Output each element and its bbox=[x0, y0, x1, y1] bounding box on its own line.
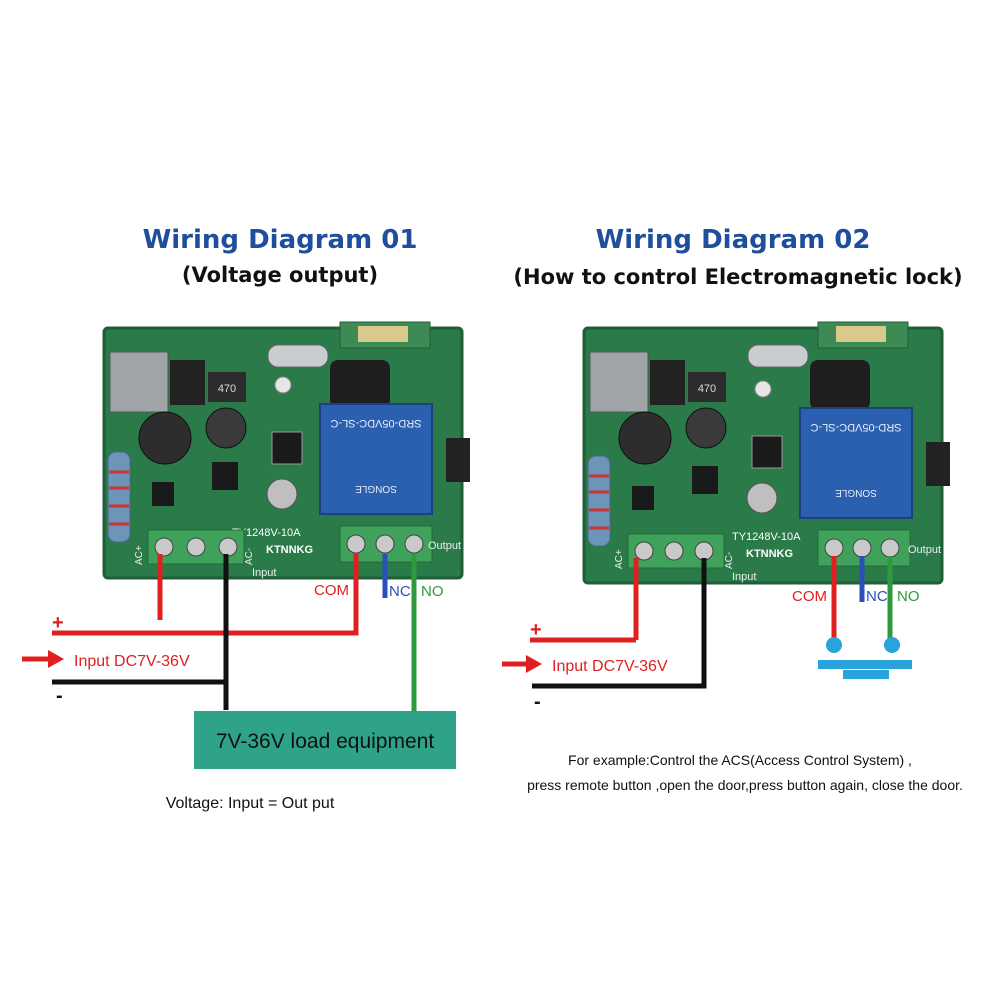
com-label: COM bbox=[792, 588, 827, 605]
terminal-screw bbox=[186, 537, 206, 557]
diagram1-title: Wiring Diagram 01 bbox=[142, 225, 418, 255]
diagram2-title: Wiring Diagram 02 bbox=[595, 225, 871, 255]
red-wire bbox=[52, 554, 359, 636]
lock-contact bbox=[884, 637, 900, 653]
minus-sign: - bbox=[534, 691, 541, 713]
transistor bbox=[632, 486, 654, 510]
wires-2 bbox=[502, 556, 893, 689]
coil bbox=[330, 360, 390, 410]
voltage-note: Voltage: Input = Out put bbox=[165, 795, 335, 812]
terminal-screw bbox=[824, 538, 844, 558]
input-arrow-head bbox=[48, 650, 64, 668]
board-brand-label: KTNNKG bbox=[266, 544, 313, 556]
transistor bbox=[152, 482, 174, 506]
ac-minus-label: AC- bbox=[244, 548, 255, 565]
capacitor-large bbox=[618, 411, 672, 465]
terminal-screw bbox=[664, 541, 684, 561]
inductor-470 bbox=[688, 372, 726, 402]
diagram1-subtitle: (Voltage output) bbox=[181, 263, 379, 287]
relay bbox=[319, 403, 433, 515]
regulator-chip bbox=[109, 351, 169, 413]
load-equipment-label: 7V-36V load equipment bbox=[216, 730, 434, 753]
led bbox=[754, 380, 772, 398]
plus-sign: + bbox=[52, 612, 64, 634]
regulator-chip bbox=[589, 351, 649, 413]
relay-brand: SONGLE bbox=[355, 483, 397, 494]
relay-brand: SONGLE bbox=[835, 487, 877, 498]
learn-button bbox=[751, 435, 783, 469]
minus-sign: - bbox=[56, 685, 63, 707]
crystal bbox=[747, 344, 809, 368]
plus-sign: + bbox=[530, 619, 542, 641]
example-note-line2: press remote button ,open the door,press… bbox=[527, 777, 963, 793]
capacitor-medium bbox=[685, 407, 727, 449]
antenna-connector bbox=[446, 438, 470, 482]
relay-text: SRD-05VDC-SL-C bbox=[810, 421, 901, 433]
rf-chip bbox=[358, 326, 408, 342]
led bbox=[274, 376, 292, 394]
relay bbox=[799, 407, 913, 519]
inductor-470 bbox=[208, 372, 246, 402]
board-model-label: TY1248V-10A bbox=[232, 527, 301, 539]
terminal-screw bbox=[346, 534, 366, 554]
output-label: Output bbox=[908, 544, 941, 556]
input-arrow-head bbox=[526, 655, 542, 673]
lock-push-button bbox=[818, 637, 912, 679]
resistor bbox=[107, 451, 131, 543]
input-voltage-label: Input DC7V-36V bbox=[74, 653, 190, 670]
antenna-connector bbox=[926, 442, 950, 486]
example-note-line1: For example:Control the ACS(Access Contr… bbox=[568, 752, 912, 768]
capacitor-small bbox=[266, 478, 298, 510]
terminal-screw bbox=[694, 541, 714, 561]
output-label: Output bbox=[428, 540, 461, 552]
terminal-screw bbox=[375, 534, 395, 554]
capacitor-medium bbox=[205, 407, 247, 449]
nc-label: NC bbox=[389, 583, 411, 600]
lock-contact bbox=[826, 637, 842, 653]
board-1: 470 SRD-05VDC-SL-C SONGLE TY1248V-10A KT… bbox=[102, 321, 470, 580]
input-label: Input bbox=[732, 571, 756, 583]
lock-button-bar bbox=[818, 660, 912, 669]
coil bbox=[810, 360, 870, 410]
board-2: 470 SRD-05VDC-SL-C SONGLE TY1248V-10A KT… bbox=[582, 321, 950, 585]
terminal-screw bbox=[852, 538, 872, 558]
inductor-label: 470 bbox=[218, 383, 236, 395]
terminal-screw bbox=[218, 537, 238, 557]
terminal-screw bbox=[880, 538, 900, 558]
ac-plus-label: AC+ bbox=[614, 549, 625, 569]
load-equipment-box bbox=[194, 711, 456, 769]
black-wire bbox=[532, 558, 707, 689]
capacitor-large bbox=[138, 411, 192, 465]
resistor bbox=[587, 455, 611, 547]
wires-1 bbox=[22, 554, 417, 712]
ac-plus-label: AC+ bbox=[134, 545, 145, 565]
ac-minus-label: AC- bbox=[724, 552, 735, 569]
capacitor-small bbox=[746, 482, 778, 514]
inductor-label: 470 bbox=[698, 383, 716, 395]
terminal-screw bbox=[404, 534, 424, 554]
input-label: Input bbox=[252, 567, 276, 579]
board-brand-label: KTNNKG bbox=[746, 548, 793, 560]
terminal-screw bbox=[634, 541, 654, 561]
com-label: COM bbox=[314, 582, 349, 599]
terminal-screw bbox=[154, 537, 174, 557]
ic-chip bbox=[650, 360, 685, 405]
transistor bbox=[692, 466, 718, 494]
relay-text: SRD-05VDC-SL-C bbox=[330, 417, 421, 429]
rf-chip bbox=[836, 326, 886, 342]
nc-label: NC bbox=[866, 588, 888, 605]
transistor bbox=[212, 462, 238, 490]
no-label: NO bbox=[897, 588, 920, 605]
input-voltage-label: Input DC7V-36V bbox=[552, 658, 668, 675]
lock-button-base bbox=[843, 670, 889, 679]
crystal bbox=[267, 344, 329, 368]
diagram2-subtitle: (How to control Electromagnetic lock) bbox=[513, 265, 963, 289]
board-model-label: TY1248V-10A bbox=[732, 531, 801, 543]
ic-chip bbox=[170, 360, 205, 405]
no-label: NO bbox=[421, 583, 444, 600]
learn-button bbox=[271, 431, 303, 465]
